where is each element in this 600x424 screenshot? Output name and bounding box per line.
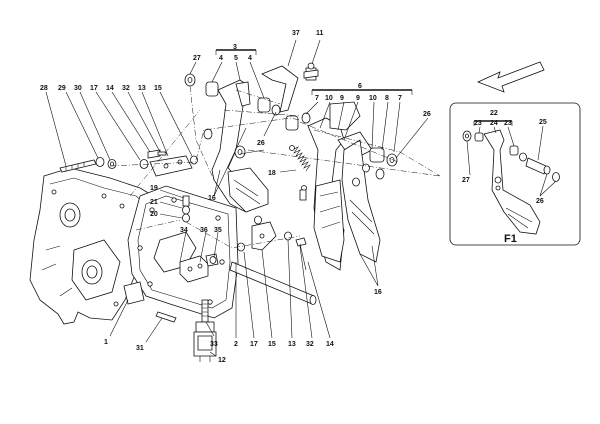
label-16-left: 16 [208, 195, 216, 202]
label-21: 21 [150, 199, 158, 206]
clutch-pedal [285, 101, 398, 271]
label-27-top: 27 [193, 55, 201, 62]
label-9-right: 9 [356, 95, 360, 102]
label-17-bottom: 17 [250, 341, 258, 348]
mounting-plate [123, 185, 239, 319]
label-16-right: 16 [374, 289, 382, 296]
label-2: 2 [234, 341, 238, 348]
label-31: 31 [136, 345, 144, 352]
label-34: 34 [180, 227, 188, 234]
label-15-bottom: 15 [268, 341, 276, 348]
brake-pedal [184, 73, 281, 213]
label-30: 30 [74, 85, 82, 92]
return-spring [289, 145, 311, 201]
label-26-left: 26 [257, 140, 265, 147]
label-17-top: 17 [90, 85, 98, 92]
group-brackets [215, 49, 413, 95]
label-28: 28 [40, 85, 48, 92]
label-37: 37 [292, 30, 300, 37]
label-32-bottom: 32 [306, 341, 314, 348]
fasteners-upper-left [59, 149, 198, 223]
clip-part [155, 311, 177, 323]
inset-detail-f1 [449, 102, 581, 246]
direction-arrow-icon [476, 61, 545, 93]
label-27-inset: 27 [462, 177, 470, 184]
callout-labels: 27 3 4 5 4 37 11 6 7 10 9 9 10 8 7 26 28… [40, 30, 547, 364]
label-23-right: 23 [504, 120, 512, 127]
label-26-right: 26 [423, 111, 431, 118]
label-36: 36 [200, 227, 208, 234]
label-26-inset: 26 [536, 198, 544, 205]
label-20: 20 [150, 211, 158, 218]
label-32-top: 32 [122, 85, 130, 92]
sensor-bracket [261, 62, 319, 113]
label-18: 18 [268, 170, 276, 177]
leader-lines [45, 39, 429, 357]
label-15-top: 15 [154, 85, 162, 92]
label-10-right: 10 [369, 95, 377, 102]
inset-title-f1: F1 [504, 233, 517, 245]
label-13-bottom: 13 [288, 341, 296, 348]
stop-switch [193, 299, 217, 362]
label-25: 25 [539, 119, 547, 126]
label-7-left: 7 [315, 95, 319, 102]
label-6: 6 [358, 83, 362, 90]
label-29: 29 [58, 85, 66, 92]
label-24: 24 [490, 120, 498, 127]
label-5: 5 [234, 55, 238, 62]
label-3: 3 [233, 44, 237, 51]
label-4-left: 4 [219, 55, 223, 62]
label-23-left: 23 [474, 120, 482, 127]
label-11: 11 [316, 30, 324, 37]
label-1: 1 [104, 339, 108, 346]
label-10-left: 10 [325, 95, 333, 102]
label-33: 33 [210, 341, 218, 348]
label-19: 19 [150, 185, 158, 192]
label-8: 8 [385, 95, 389, 102]
pedal-shaft [229, 215, 317, 305]
label-14-top: 14 [106, 85, 114, 92]
label-35: 35 [214, 227, 222, 234]
label-12: 12 [218, 357, 226, 364]
label-13-top: 13 [138, 85, 146, 92]
label-22: 22 [490, 110, 498, 117]
label-7-right: 7 [398, 95, 402, 102]
assembly-lines [109, 85, 441, 249]
label-4-right: 4 [248, 55, 252, 62]
switch-bracket [179, 253, 219, 283]
label-9-left: 9 [340, 95, 344, 102]
label-14-bottom: 14 [326, 341, 334, 348]
